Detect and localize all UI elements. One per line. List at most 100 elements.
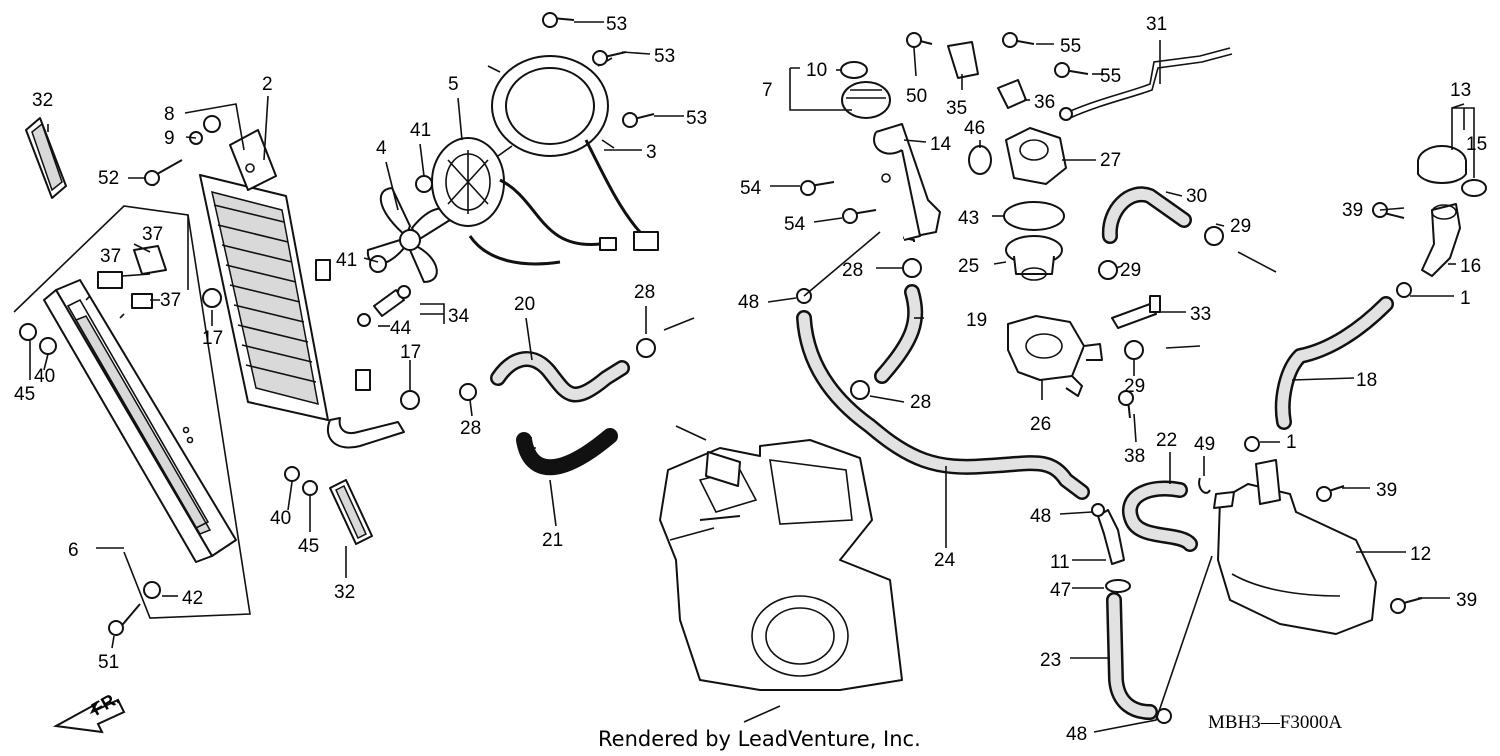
callout-28-top: 28 <box>634 282 655 303</box>
callout-27: 27 <box>1100 150 1121 171</box>
thermostat[interactable] <box>1005 235 1063 281</box>
callout-48-bottom: 48 <box>1066 724 1087 745</box>
hose-20[interactable] <box>490 351 630 403</box>
callout-53-mid: 53 <box>654 46 675 67</box>
callout-33: 33 <box>1190 304 1211 325</box>
callout-18: 18 <box>1356 370 1377 391</box>
callout-21: 21 <box>542 530 563 551</box>
filler-neck-16[interactable] <box>1421 203 1461 277</box>
front-direction-arrow-icon <box>52 698 126 734</box>
overflow-tube-24[interactable] <box>796 310 1090 500</box>
radiator-guard-emblem[interactable] <box>25 117 67 199</box>
o-ring-10[interactable] <box>840 61 868 79</box>
callout-15: 15 <box>1466 134 1487 155</box>
callout-13: 13 <box>1450 80 1471 101</box>
drain-tube-23[interactable] <box>1106 592 1158 720</box>
hose-clamp-28-left[interactable] <box>459 338 656 401</box>
thermostat-cover[interactable] <box>1005 127 1067 185</box>
callout-1-lower: 1 <box>1286 432 1297 453</box>
hose-clamps-28-center[interactable] <box>850 258 922 400</box>
callout-52: 52 <box>98 168 119 189</box>
callout-19: 19 <box>966 310 987 331</box>
engine-block <box>659 439 903 691</box>
callout-39-top: 39 <box>1342 200 1363 221</box>
overflow-tube-21[interactable] <box>516 428 618 476</box>
callout-54-upper: 54 <box>740 178 762 199</box>
siphon-tube-31[interactable] <box>1059 47 1233 121</box>
joint-11[interactable] <box>1097 509 1125 565</box>
callout-45-bottom: 45 <box>298 536 319 557</box>
hose-30[interactable] <box>1101 186 1192 244</box>
callout-23: 23 <box>1040 650 1061 671</box>
callout-26: 26 <box>1030 414 1051 435</box>
callout-16: 16 <box>1460 256 1481 277</box>
hose-19[interactable] <box>874 284 924 384</box>
cap-seal-15[interactable] <box>1461 179 1487 197</box>
fan-switch[interactable] <box>357 175 433 327</box>
callout-38: 38 <box>1124 446 1145 467</box>
callout-29-right: 29 <box>1230 216 1251 237</box>
hose-22[interactable] <box>1122 480 1198 552</box>
hose-18[interactable] <box>1274 296 1394 430</box>
callout-48-center: 48 <box>738 292 759 313</box>
side-grille[interactable] <box>329 479 373 545</box>
reserve-tank[interactable] <box>1213 459 1377 635</box>
temp-sensor-33[interactable] <box>1111 295 1161 329</box>
bolts-top[interactable] <box>906 32 1089 109</box>
callout-6: 6 <box>68 540 79 561</box>
filler-neck[interactable] <box>873 123 941 242</box>
gasket-43[interactable] <box>1003 201 1065 231</box>
radiator-cap[interactable] <box>841 81 891 119</box>
callout-49: 49 <box>1194 434 1215 455</box>
callout-3: 3 <box>646 142 657 163</box>
callout-32-top: 32 <box>32 90 53 111</box>
radiator-grille-guard[interactable] <box>43 279 237 563</box>
hose-clamps-29[interactable] <box>1098 226 1224 360</box>
callout-17-upper: 17 <box>202 328 223 349</box>
callout-47: 47 <box>1050 580 1071 601</box>
callout-37-right: 37 <box>160 290 181 311</box>
radiator[interactable] <box>199 129 405 449</box>
callout-8: 8 <box>164 104 175 125</box>
fan-shroud[interactable] <box>487 55 642 234</box>
callout-17-lower: 17 <box>400 342 421 363</box>
callout-7: 7 <box>762 80 773 101</box>
fan-motor[interactable] <box>431 137 659 266</box>
drawing-code: MBH3—F3000A <box>1208 712 1342 733</box>
callout-31: 31 <box>1146 14 1167 35</box>
callout-53-low: 53 <box>686 108 707 129</box>
callout-12: 12 <box>1410 544 1431 565</box>
callout-40-bottom: 40 <box>270 508 291 529</box>
shroud-bolts[interactable] <box>542 12 655 128</box>
credit-caption: Rendered by LeadVenture, Inc. <box>598 727 921 751</box>
callout-45-left: 45 <box>14 384 35 405</box>
callout-46: 46 <box>964 118 985 139</box>
grommet-set[interactable] <box>19 115 420 496</box>
callout-39-bottom: 39 <box>1456 590 1477 611</box>
callout-36: 36 <box>1034 92 1055 113</box>
callout-37-upper: 37 <box>142 224 163 245</box>
clip-47[interactable] <box>1105 579 1131 593</box>
callout-28-center: 28 <box>842 260 863 281</box>
callout-55-lower: 55 <box>1100 66 1121 87</box>
bolt-set-left[interactable] <box>108 159 183 636</box>
callout-34: 34 <box>448 306 470 327</box>
callout-40-left: 40 <box>34 366 55 387</box>
callout-50: 50 <box>906 86 927 107</box>
callout-54-lower: 54 <box>784 214 806 235</box>
callout-10: 10 <box>806 60 827 81</box>
o-ring-46[interactable] <box>968 145 992 175</box>
callout-14: 14 <box>930 134 952 155</box>
callout-41-upper: 41 <box>410 120 431 141</box>
callout-41-lower: 41 <box>336 250 357 271</box>
thermostat-housing[interactable] <box>1007 315 1103 397</box>
reserve-tank-cap[interactable] <box>1417 145 1467 184</box>
clip-49[interactable] <box>1198 477 1211 494</box>
bolts-54[interactable] <box>800 180 877 224</box>
callout-22: 22 <box>1156 430 1177 451</box>
callout-48-mid: 48 <box>1030 506 1051 527</box>
callout-43: 43 <box>958 208 979 229</box>
clamps-1[interactable] <box>1244 282 1412 452</box>
bolt-38[interactable] <box>1118 390 1134 419</box>
clip-48-b[interactable] <box>1091 503 1105 517</box>
